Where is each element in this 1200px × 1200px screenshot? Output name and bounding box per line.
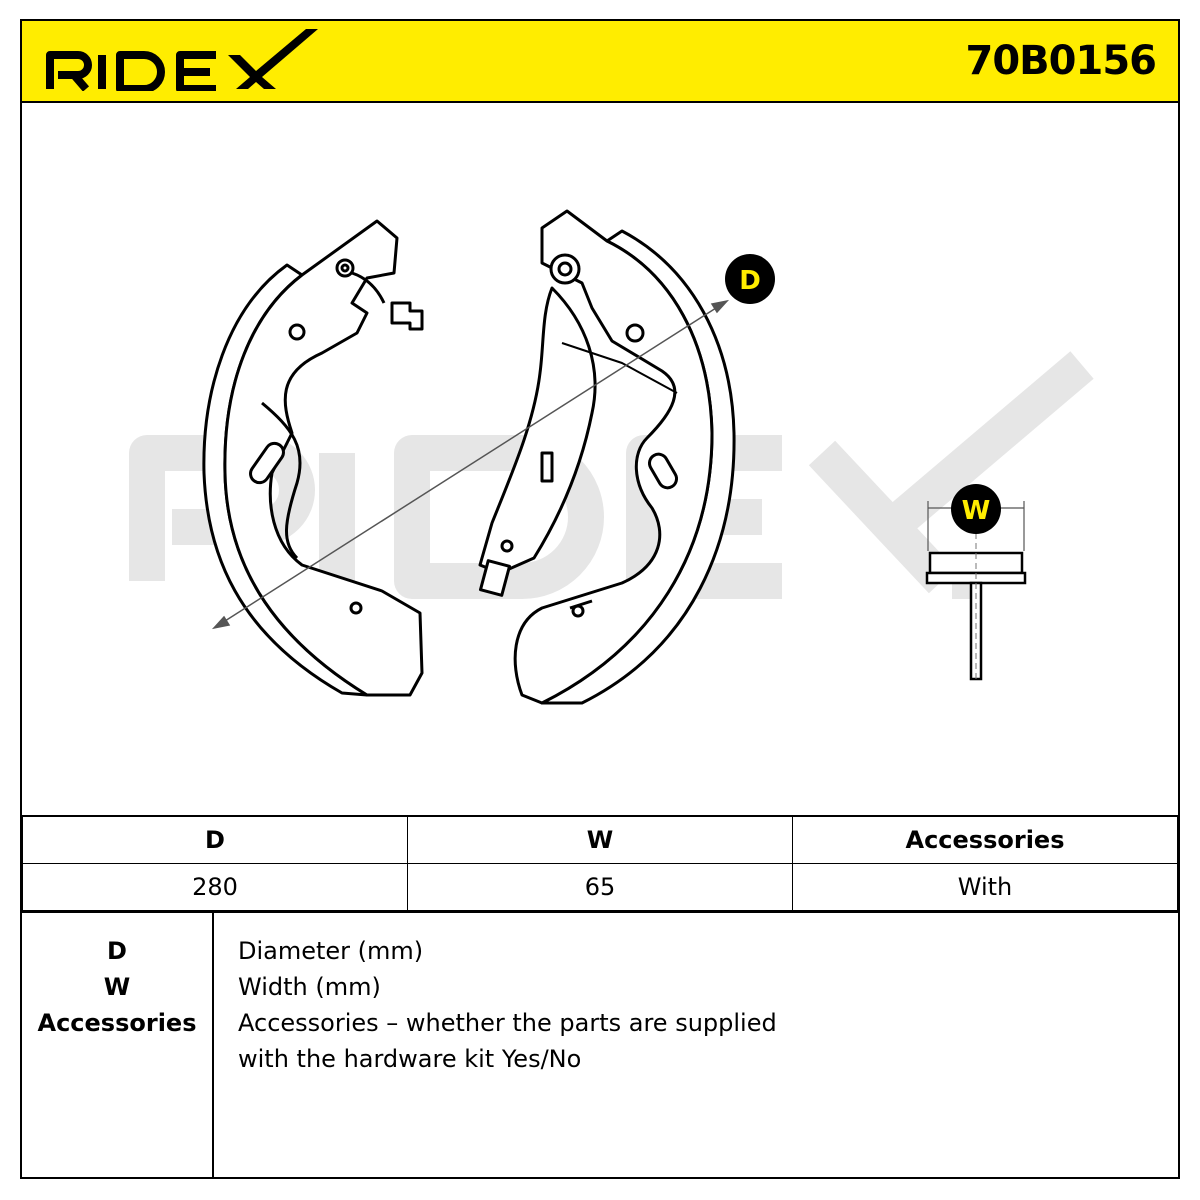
part-number: 70B0156 (965, 38, 1157, 84)
shoe-section-detail (925, 501, 1027, 681)
legend-desc-accessories-2: with the hardware kit Yes/No (238, 1045, 582, 1073)
specs-value-row: 280 65 With (22, 863, 1178, 911)
product-sheet: 70B0156 (20, 19, 1180, 1179)
left-brake-shoe (202, 219, 424, 697)
width-callout: W (951, 484, 1001, 534)
diameter-dimension-line (211, 299, 730, 630)
legend-desc-accessories-1: Accessories – whether the parts are supp… (238, 1009, 777, 1037)
brand-header: 70B0156 (22, 21, 1178, 103)
specs-header-row: D W Accessories (22, 815, 1178, 864)
svg-text:D: D (739, 266, 761, 296)
specs-header-accessories: Accessories (792, 815, 1178, 864)
legend-keys: D W Accessories (22, 913, 214, 1179)
specs-table: D W Accessories 280 65 With (22, 815, 1178, 911)
handbrake-lever (478, 286, 678, 597)
ridex-logo (46, 29, 318, 91)
specs-value-w: 65 (407, 863, 793, 911)
legend-key-d: D (107, 937, 127, 965)
specs-header-w: W (407, 815, 793, 864)
legend-key-w: W (103, 973, 131, 1001)
specs-header-d: D (22, 815, 408, 864)
legend-descriptions: Diameter (mm) Width (mm) Accessories – w… (238, 933, 1138, 1077)
specs-value-accessories: With (792, 863, 1178, 911)
diameter-callout: D (725, 254, 775, 304)
legend-section: D W Accessories Diameter (mm) Width (mm)… (22, 911, 1178, 1179)
legend-desc-d: Diameter (mm) (238, 937, 424, 965)
specs-value-d: 280 (22, 863, 408, 911)
svg-text:W: W (962, 496, 991, 526)
legend-desc-w: Width (mm) (238, 973, 381, 1001)
right-brake-shoe (513, 209, 736, 705)
legend-key-accessories: Accessories (37, 1009, 197, 1037)
technical-drawing: D W (22, 103, 1178, 815)
